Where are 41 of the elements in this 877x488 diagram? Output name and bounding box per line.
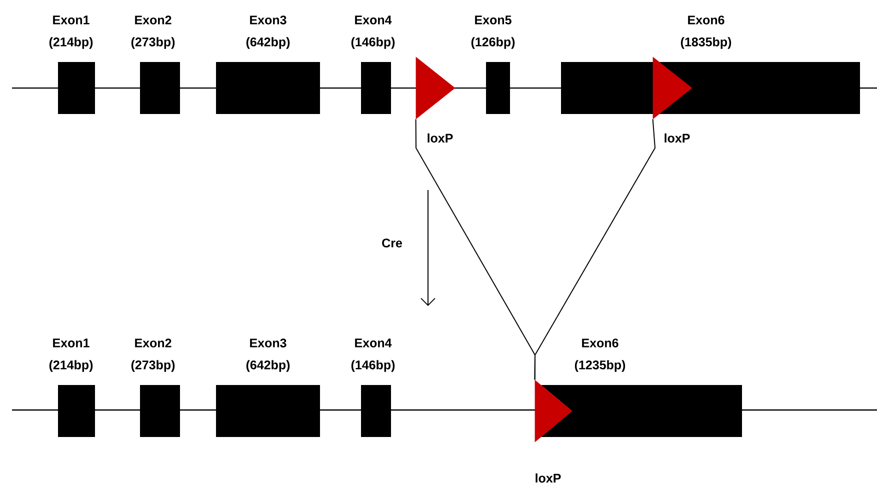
exon-box: [216, 62, 320, 114]
loxp-label: loxP: [428, 133, 453, 143]
loxp-triangle: [534, 380, 572, 442]
exon-label: Exon4: [355, 16, 392, 24]
exon-box: [58, 385, 95, 437]
exon-label: (214bp): [49, 37, 93, 49]
exon-label: (1235bp): [574, 360, 626, 372]
exon-label: (642bp): [246, 360, 290, 372]
exon-label: Exon6: [688, 16, 724, 24]
exon-label: (1835bp): [680, 37, 732, 49]
exon-label: Exon5: [475, 16, 512, 24]
exon-label: (214bp): [49, 360, 93, 372]
exon-label: (146bp): [351, 360, 395, 372]
connector-line: [534, 118, 656, 380]
exon-label: (273bp): [131, 360, 175, 372]
exon-box: [58, 62, 95, 114]
exon-label: Exon2: [135, 338, 172, 348]
exon-label: Exon3: [250, 16, 286, 24]
exon-label: Exon4: [355, 338, 392, 348]
loxp-label: loxP: [664, 133, 690, 143]
exon-label: (126bp): [471, 37, 515, 49]
exon-box: [216, 385, 320, 437]
exon-box: [561, 62, 860, 114]
exon-label: Exon6: [582, 338, 618, 348]
exon-label: Exon2: [135, 16, 172, 24]
exon-box: [541, 385, 742, 437]
exon-label: Exon1: [53, 16, 90, 24]
enzyme-label: Cre: [382, 238, 402, 248]
exon-box: [486, 62, 510, 114]
exon-label: (146bp): [351, 37, 395, 49]
exon-box: [361, 385, 391, 437]
exon-label: Exon3: [250, 338, 286, 348]
exon-label: Exon1: [53, 338, 90, 348]
exon-label: (273bp): [131, 37, 175, 49]
exon-box: [140, 62, 180, 114]
exon-box: [361, 62, 391, 114]
loxp-label: loxP: [536, 473, 561, 483]
exon-label: (642bp): [246, 37, 290, 49]
loxp-triangle: [652, 56, 692, 120]
loxp-triangle: [416, 56, 456, 120]
exon-box: [140, 385, 180, 437]
